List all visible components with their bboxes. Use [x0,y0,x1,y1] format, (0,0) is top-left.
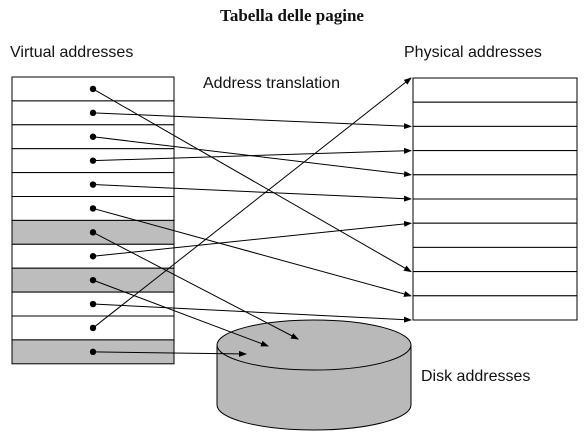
physical-row [412,125,578,152]
virtual-address-table [11,76,175,365]
physical-row [412,174,578,200]
translation-arrow [92,112,412,130]
translation-arrow [92,147,412,162]
physical-address-table [412,77,578,321]
physical-addresses-label: Physical addresses [404,44,542,61]
physical-row [412,222,578,248]
translation-arrow [92,279,269,347]
pointer-dot [89,276,97,284]
physical-row [412,150,578,176]
translation-arrow [92,303,412,323]
translation-arrow [92,350,247,357]
translation-arrow [92,77,412,329]
translation-arrow [92,220,412,257]
physical-row [412,101,578,127]
address-translation-label: Address translation [203,75,340,92]
physical-row [412,271,578,297]
physical-row [412,77,578,103]
physical-row [412,295,578,321]
translation-arrow [92,88,412,273]
disk-top [216,319,412,371]
disk-cylinder [216,319,412,431]
physical-row [412,198,578,224]
translation-arrow [92,207,412,297]
translation-arrow [92,184,412,202]
virtual-addresses-label: Virtual addresses [10,44,134,61]
physical-row [412,246,578,273]
diagram-title: Tabella delle pagine [220,6,364,25]
translation-arrows [92,77,412,357]
translation-arrow [92,231,299,340]
disk-addresses-label: Disk addresses [421,368,531,385]
pointer-dot [89,348,97,356]
